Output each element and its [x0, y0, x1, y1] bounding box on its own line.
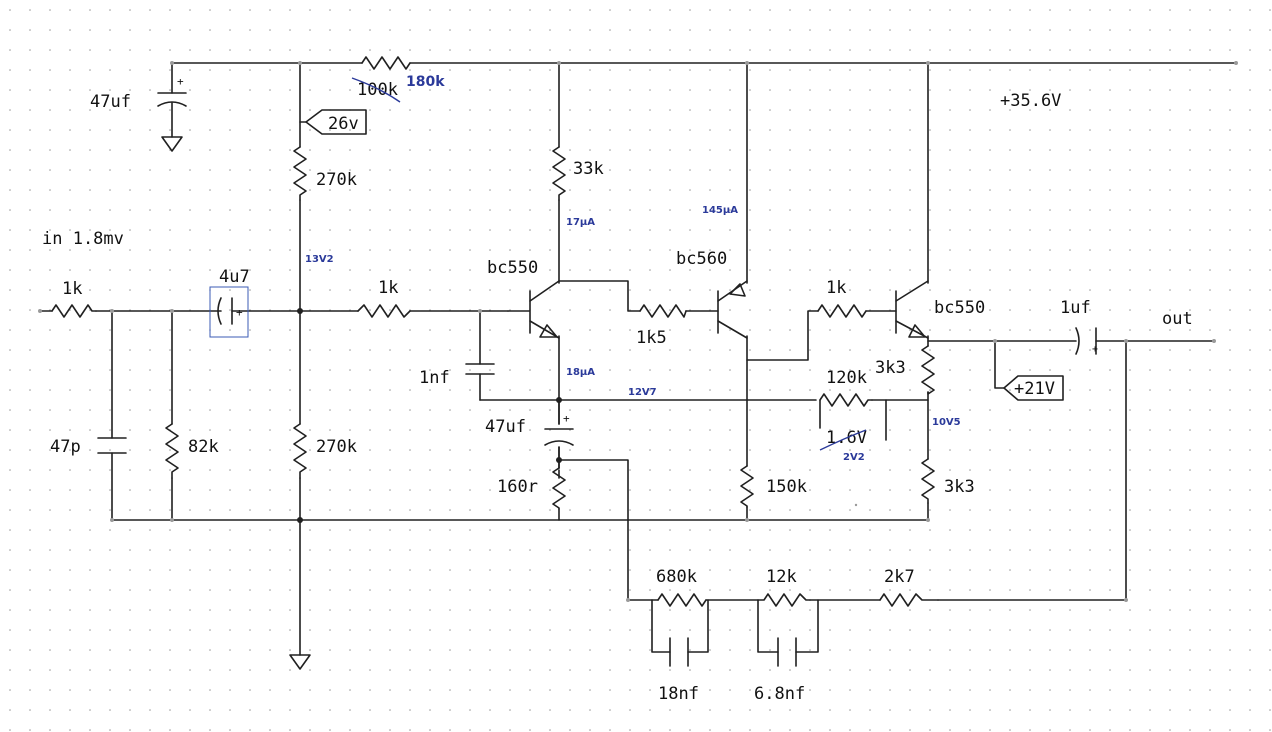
label-r-collector: 33k [573, 159, 604, 179]
resistor-bias-top [293, 146, 307, 201]
label-q2: bc560 [676, 249, 727, 269]
capacitor-input: + [209, 286, 249, 338]
label-c-fb1: 18nf [658, 684, 699, 704]
note-12v7: 12V7 [628, 387, 657, 398]
label-input: in 1.8mv [42, 229, 124, 249]
note-18ua: 18µA [566, 367, 595, 378]
resistor-input [51, 304, 97, 318]
label-c-in: 4u7 [219, 267, 250, 287]
label-c-supply: 47uf [90, 92, 131, 112]
resistor-emitter-top [921, 345, 935, 395]
resistor-fb2 [757, 593, 811, 607]
label-r-feed-new: 180k [406, 74, 445, 90]
label-probe-21v: +21V [1014, 379, 1055, 399]
label-c-emitter: 47uf [485, 417, 526, 437]
transistor-q2 [717, 280, 748, 339]
label-r-em-bottom: 3k3 [944, 477, 975, 497]
svg-text:+: + [177, 75, 184, 88]
resistor-q2-load [740, 465, 754, 508]
probe-21v-flag [1003, 375, 1064, 401]
svg-text:+: + [1092, 344, 1098, 355]
label-r-fb3: 2k7 [884, 567, 915, 587]
label-probe-26v: 26v [328, 114, 359, 134]
capacitor-fb1 [669, 637, 689, 667]
transistor-q1 [507, 280, 560, 339]
resistor-120k [819, 393, 873, 407]
label-output: out [1162, 309, 1193, 329]
transistor-q3 [895, 280, 929, 339]
resistor-bias-bottom [293, 423, 307, 479]
label-r-bias-top: 270k [316, 170, 357, 190]
label-r-shunt: 82k [188, 437, 219, 457]
label-r-emitter: 160r [497, 477, 538, 497]
resistor-emitter [552, 467, 566, 510]
label-r-in: 1k [62, 279, 82, 299]
label-r-couple: 1k5 [636, 328, 667, 348]
resistor-fb1 [657, 593, 707, 607]
capacitor-supply: + [157, 75, 187, 107]
strike-mark [351, 77, 401, 103]
probe-26v-flag [305, 109, 367, 135]
strike-mark [819, 429, 867, 451]
resistor-shunt [165, 423, 179, 479]
label-q3: bc550 [934, 298, 985, 318]
svg-text:+: + [236, 306, 243, 319]
label-c-out: 1uf [1060, 298, 1091, 318]
junctions [38, 61, 1238, 602]
label-r-base: 1k [378, 278, 398, 298]
label-r-bias-bottom: 270k [316, 437, 357, 457]
transistors [507, 280, 929, 339]
svg-text:+: + [563, 412, 570, 425]
resistor-q3-base [817, 304, 867, 318]
ground-symbols [161, 136, 311, 670]
capacitor-fb2 [777, 637, 797, 667]
resistor-collector [552, 146, 566, 201]
resistor-emitter-bottom [921, 458, 935, 504]
label-r-fb2: 12k [766, 567, 797, 587]
resistors [51, 56, 939, 607]
component-labels: 47uf +35.6V 26v 270k in 1.8mv 1k 4u7 1k … [42, 80, 1193, 704]
capacitor-base [465, 363, 495, 375]
capacitors: + + + + [97, 75, 1098, 667]
capacitor-output: + [1075, 327, 1098, 355]
resistor-fb3 [879, 593, 939, 607]
capacitor-emitter: + [544, 412, 574, 446]
label-r-em-top: 3k3 [875, 358, 906, 378]
label-q1: bc550 [487, 258, 538, 278]
label-r-fb1: 680k [656, 567, 697, 587]
probe-flags [305, 109, 1064, 401]
label-supply-voltage: +35.6V [1000, 91, 1061, 111]
resistor-couple [639, 304, 687, 318]
label-r-120k: 120k [826, 368, 867, 388]
note-2v2: 2V2 [843, 452, 865, 463]
label-r-q2-load: 150k [766, 477, 807, 497]
wires [39, 62, 1237, 656]
label-c-filter: 47p [50, 437, 81, 457]
label-c-base: 1nf [419, 368, 450, 388]
resistor-feed [361, 56, 411, 70]
resistor-base [357, 304, 411, 318]
note-13v2: 13V2 [305, 254, 334, 265]
annotations: 180k 13V2 17µA 145µA 18µA 12V7 2V2 10V5 [305, 74, 961, 463]
ground-icon [161, 136, 183, 152]
label-c-fb2: 6.8nf [754, 684, 805, 704]
label-r-q3-base: 1k [826, 278, 846, 298]
note-145ua: 145µA [702, 205, 738, 216]
note-10v5: 10V5 [932, 417, 961, 428]
capacitor-filter [97, 437, 127, 454]
ground-icon [289, 654, 311, 670]
note-17ua: 17µA [566, 217, 595, 228]
